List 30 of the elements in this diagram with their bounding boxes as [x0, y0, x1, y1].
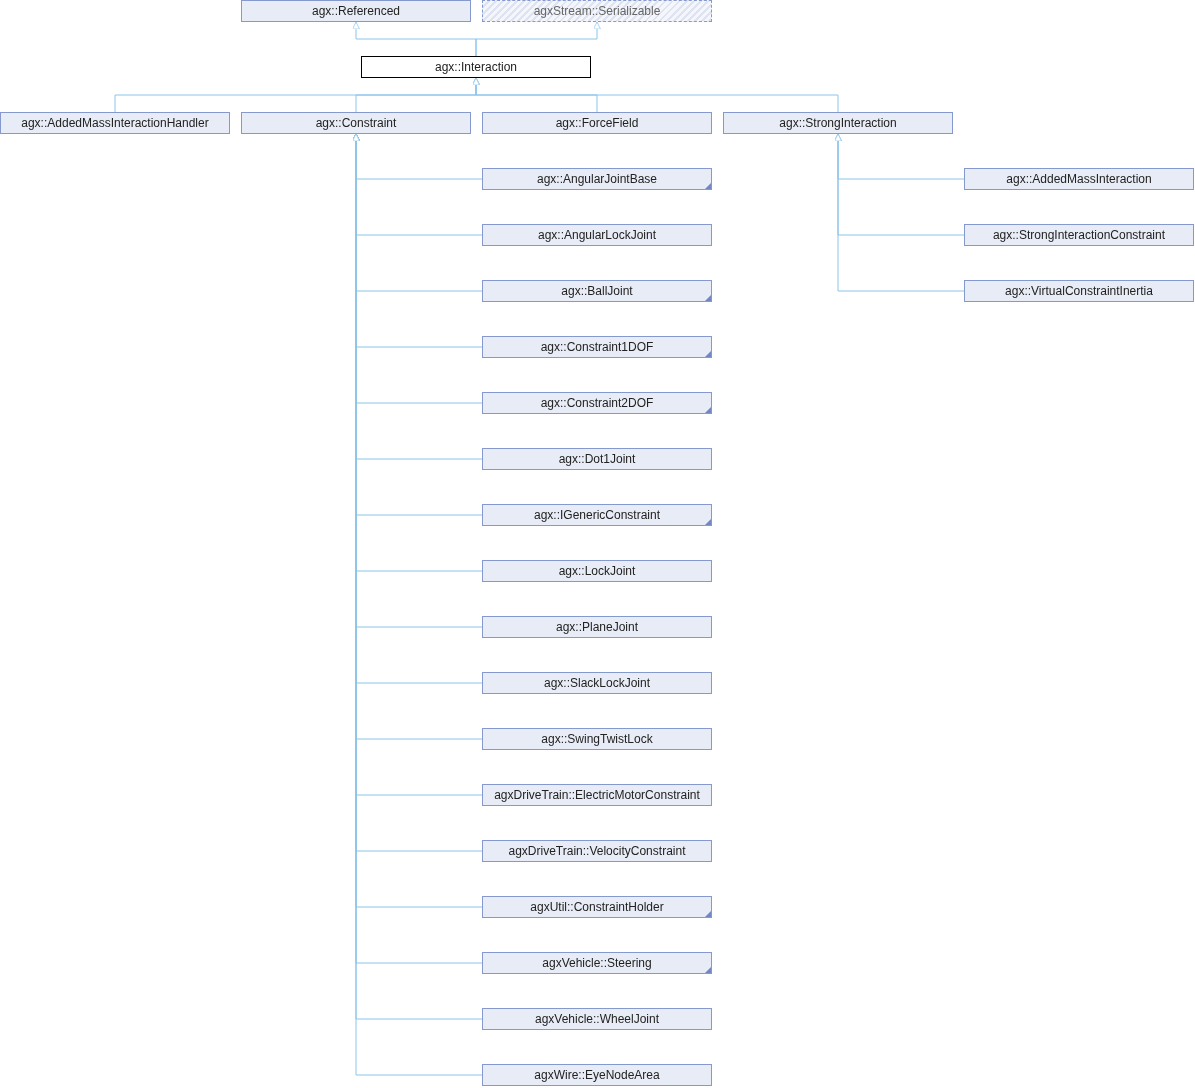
class-box: agxWire::EyeNodeArea: [482, 1064, 712, 1086]
class-box: agx::StrongInteraction: [723, 112, 953, 134]
class-box: agxUtil::ConstraintHolder: [482, 896, 712, 918]
class-box: agx::Constraint: [241, 112, 471, 134]
class-box: agx::IGenericConstraint: [482, 504, 712, 526]
class-box: agx::SwingTwistLock: [482, 728, 712, 750]
inheritance-arrow: [834, 133, 965, 292]
class-box: agxDriveTrain::ElectricMotorConstraint: [482, 784, 712, 806]
class-box: agx::StrongInteractionConstraint: [964, 224, 1194, 246]
class-box: agx::AngularJointBase: [482, 168, 712, 190]
class-box: agx::Interaction: [361, 56, 591, 78]
inheritance-arrow: [475, 21, 601, 57]
class-box: agx::BallJoint: [482, 280, 712, 302]
class-box: agx::AddedMassInteractionHandler: [0, 112, 230, 134]
class-box: agxStream::Serializable: [482, 0, 712, 22]
class-box: agx::AddedMassInteraction: [964, 168, 1194, 190]
class-box: agx::LockJoint: [482, 560, 712, 582]
class-box: agx::Referenced: [241, 0, 471, 22]
class-box: agx::Constraint1DOF: [482, 336, 712, 358]
class-box: agx::PlaneJoint: [482, 616, 712, 638]
class-box: agxVehicle::Steering: [482, 952, 712, 974]
class-box: agxDriveTrain::VelocityConstraint: [482, 840, 712, 862]
class-box: agx::Dot1Joint: [482, 448, 712, 470]
class-box: agx::SlackLockJoint: [482, 672, 712, 694]
class-box: agxVehicle::WheelJoint: [482, 1008, 712, 1030]
class-box: agx::AngularLockJoint: [482, 224, 712, 246]
class-box: agx::Constraint2DOF: [482, 392, 712, 414]
inheritance-arrow: [472, 77, 839, 113]
class-box: agx::VirtualConstraintInertia: [964, 280, 1194, 302]
class-box: agx::ForceField: [482, 112, 712, 134]
